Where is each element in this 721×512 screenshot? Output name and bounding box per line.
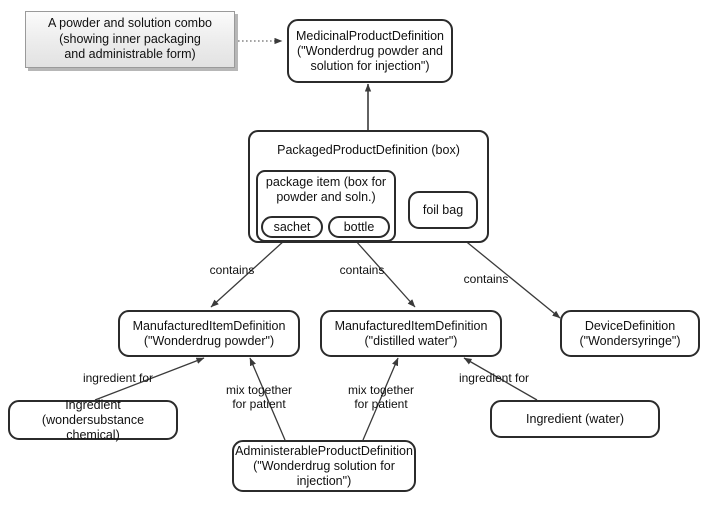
- node-manufactured-item-powder[interactable]: ManufacturedItemDefinition ("Wonderdrug …: [118, 310, 300, 357]
- node-manufactured-item-water[interactable]: ManufacturedItemDefinition ("distilled w…: [320, 310, 502, 357]
- edge-label-contains-powder: contains: [209, 263, 255, 277]
- note-text: A powder and solution combo (showing inn…: [48, 16, 212, 62]
- package-item-title: package item (box for powder and soln.): [256, 175, 396, 205]
- node-label: ManufacturedItemDefinition ("Wonderdrug …: [132, 318, 286, 348]
- node-label: Ingredient (water): [526, 411, 624, 426]
- node-ingredient-chemical[interactable]: Ingredient (wondersubstance chemical): [8, 397, 178, 442]
- node-label: DeviceDefinition ("Wondersyringe"): [579, 318, 681, 348]
- node-label: ManufacturedItemDefinition ("distilled w…: [334, 318, 488, 348]
- edge-label-mix-powder: mix together for patient: [225, 383, 293, 411]
- node-label: Ingredient (wondersubstance chemical): [41, 397, 145, 442]
- node-foil-bag[interactable]: foil bag: [408, 191, 478, 229]
- edge-label-contains-water: contains: [339, 263, 385, 277]
- node-medicinal-product-definition[interactable]: MedicinalProductDefinition ("Wonderdrug …: [287, 19, 453, 83]
- note-box: A powder and solution combo (showing inn…: [25, 11, 235, 68]
- edge-label-ingredient-for-chemical: ingredient for: [82, 371, 154, 385]
- edge-label-ingredient-for-water: ingredient for: [458, 371, 530, 385]
- bottle-label: bottle: [343, 220, 375, 234]
- node-label: MedicinalProductDefinition ("Wonderdrug …: [296, 28, 444, 73]
- node-ingredient-water[interactable]: Ingredient (water): [490, 400, 660, 438]
- package-item-label: package item (box for powder and soln.): [265, 175, 387, 204]
- edge-label-contains-device: contains: [463, 272, 509, 286]
- node-label: AdministerableProductDefinition ("Wonder…: [235, 443, 413, 488]
- node-bottle[interactable]: bottle: [328, 216, 390, 238]
- packaged-product-definition-title: PackagedProductDefinition (box): [277, 143, 460, 157]
- sachet-label: sachet: [273, 220, 311, 234]
- node-sachet[interactable]: sachet: [261, 216, 323, 238]
- foil-bag-label: foil bag: [422, 203, 464, 217]
- node-administerable-product-definition[interactable]: AdministerableProductDefinition ("Wonder…: [232, 440, 416, 492]
- edge-label-mix-water: mix together for patient: [347, 383, 415, 411]
- node-device-definition[interactable]: DeviceDefinition ("Wondersyringe"): [560, 310, 700, 357]
